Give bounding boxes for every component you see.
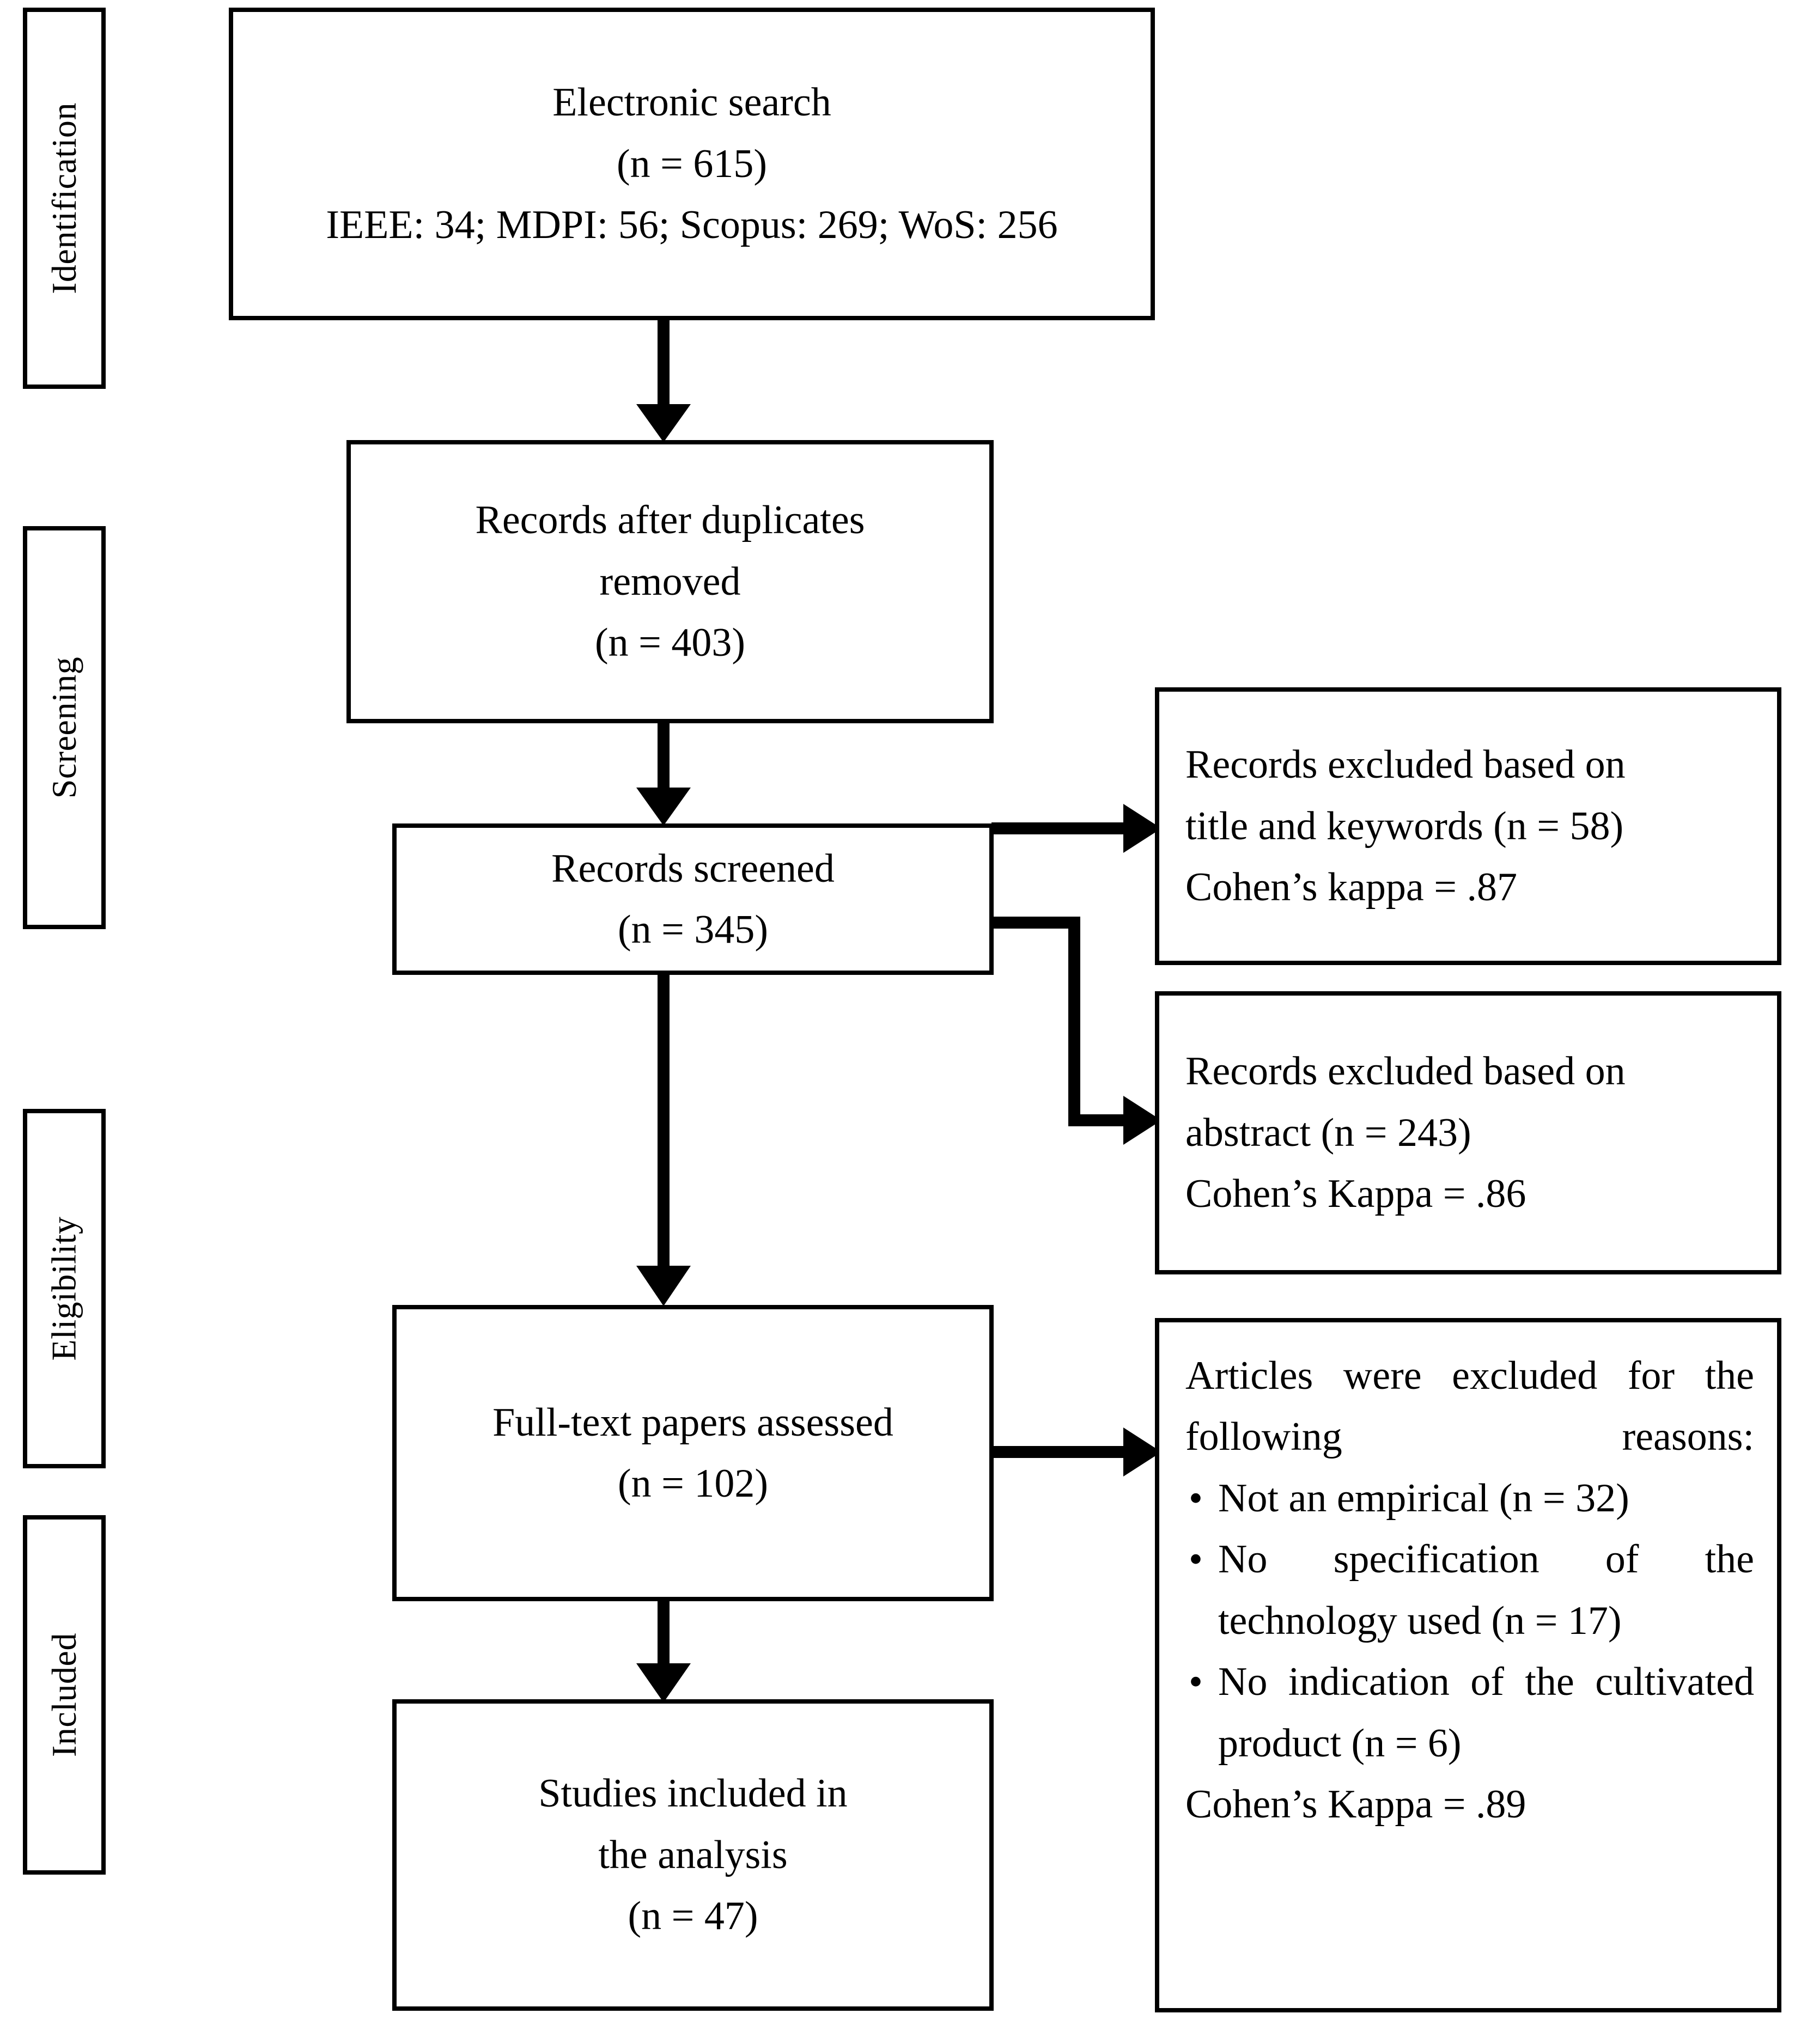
node-excluded-abstract-text: Records excluded based on abstract (n = … — [1159, 1041, 1777, 1224]
node-excluded-reasons-bullet-3: • No indication of the cultivated produc… — [1185, 1651, 1754, 1774]
arrow-screened-to-fulltext — [636, 975, 691, 1306]
stage-label-screening-text: Screening — [45, 656, 83, 799]
node-excluded-abstract: Records excluded based on abstract (n = … — [1155, 991, 1781, 1274]
node-records-screened-line-1: Records screened — [551, 846, 835, 891]
node-excluded-reasons: Articles were excluded for the following… — [1155, 1318, 1781, 2012]
node-duplicates-removed-line-2: removed — [599, 559, 741, 604]
node-electronic-search-text: Electronic search (n = 615) IEEE: 34; MD… — [233, 72, 1151, 255]
node-studies-included-text: Studies included in the analysis (n = 47… — [397, 1763, 989, 1947]
node-excluded-reasons-bullet-2-text: No specification of the technology used … — [1218, 1537, 1754, 1643]
node-excluded-reasons-footer: Cohen’s Kappa = .89 — [1185, 1782, 1526, 1827]
node-studies-included-line-1: Studies included in — [538, 1771, 848, 1816]
node-fulltext-assessed-text: Full-text papers assessed (n = 102) — [397, 1392, 989, 1515]
node-excluded-title-keywords-line-3: Cohen’s kappa = .87 — [1185, 865, 1517, 910]
stage-label-eligibility-text: Eligibility — [45, 1216, 83, 1361]
arrow-fulltext-to-excluded-reasons — [991, 1427, 1161, 1476]
bullet-dot-icon-1: • — [1189, 1475, 1203, 1521]
node-excluded-abstract-line-3: Cohen’s Kappa = .86 — [1185, 1172, 1526, 1217]
node-fulltext-assessed-line-2: (n = 102) — [617, 1461, 769, 1506]
node-excluded-title-keywords-line-1: Records excluded based on — [1185, 742, 1626, 788]
arrow-screened-to-excluded-title — [991, 804, 1161, 853]
node-excluded-title-keywords-text: Records excluded based on title and keyw… — [1159, 734, 1777, 918]
node-records-screened: Records screened (n = 345) — [392, 823, 994, 975]
node-duplicates-removed-text: Records after duplicates removed (n = 40… — [351, 490, 989, 673]
node-excluded-reasons-bullet-2: • No specification of the technology use… — [1185, 1529, 1754, 1651]
node-excluded-reasons-bullet-1-text: Not an empirical (n = 32) — [1218, 1475, 1629, 1521]
node-records-screened-text: Records screened (n = 345) — [397, 838, 989, 961]
node-studies-included: Studies included in the analysis (n = 47… — [392, 1699, 994, 2011]
node-excluded-abstract-line-2: abstract (n = 243) — [1185, 1110, 1471, 1155]
node-fulltext-assessed-line-1: Full-text papers assessed — [492, 1400, 893, 1445]
node-excluded-reasons-bullet-1: • Not an empirical (n = 32) — [1185, 1468, 1754, 1529]
stage-label-included-text: Included — [45, 1633, 83, 1757]
node-fulltext-assessed: Full-text papers assessed (n = 102) — [392, 1305, 994, 1601]
node-excluded-reasons-text: Articles were excluded for the following… — [1159, 1322, 1777, 1835]
arrow-duplicates-to-screened — [636, 723, 691, 826]
node-duplicates-removed-line-3: (n = 403) — [594, 620, 746, 666]
node-electronic-search-line-1: Electronic search — [552, 80, 831, 125]
node-excluded-title-keywords: Records excluded based on title and keyw… — [1155, 687, 1781, 965]
arrow-fulltext-to-included — [636, 1601, 691, 1703]
stage-label-eligibility: Eligibility — [23, 1109, 106, 1468]
node-excluded-reasons-intro: Articles were excluded for the following… — [1185, 1353, 1754, 1460]
node-records-screened-line-2: (n = 345) — [617, 907, 769, 952]
node-studies-included-line-2: the analysis — [598, 1832, 788, 1877]
node-duplicates-removed: Records after duplicates removed (n = 40… — [346, 440, 994, 723]
stage-label-included: Included — [23, 1515, 106, 1875]
bullet-dot-icon-2: • — [1189, 1537, 1203, 1582]
node-excluded-title-keywords-line-2: title and keywords (n = 58) — [1185, 803, 1624, 849]
stage-label-screening: Screening — [23, 526, 106, 929]
node-electronic-search-line-2: (n = 615) — [616, 141, 768, 186]
stage-label-identification-text: Identification — [45, 102, 83, 294]
node-electronic-search-line-3: IEEE: 34; MDPI: 56; Scopus: 269; WoS: 25… — [326, 203, 1058, 248]
arrow-search-to-duplicates — [636, 320, 691, 442]
node-duplicates-removed-line-1: Records after duplicates — [475, 498, 865, 543]
bullet-dot-icon-3: • — [1189, 1659, 1203, 1705]
node-studies-included-line-3: (n = 47) — [628, 1894, 758, 1939]
node-excluded-reasons-bullet-3-text: No indication of the cultivated product … — [1218, 1659, 1754, 1766]
node-electronic-search: Electronic search (n = 615) IEEE: 34; MD… — [229, 8, 1155, 320]
stage-label-identification: Identification — [23, 8, 106, 389]
node-excluded-abstract-line-1: Records excluded based on — [1185, 1049, 1626, 1094]
arrow-screened-to-excluded-abstract — [991, 917, 1161, 1145]
